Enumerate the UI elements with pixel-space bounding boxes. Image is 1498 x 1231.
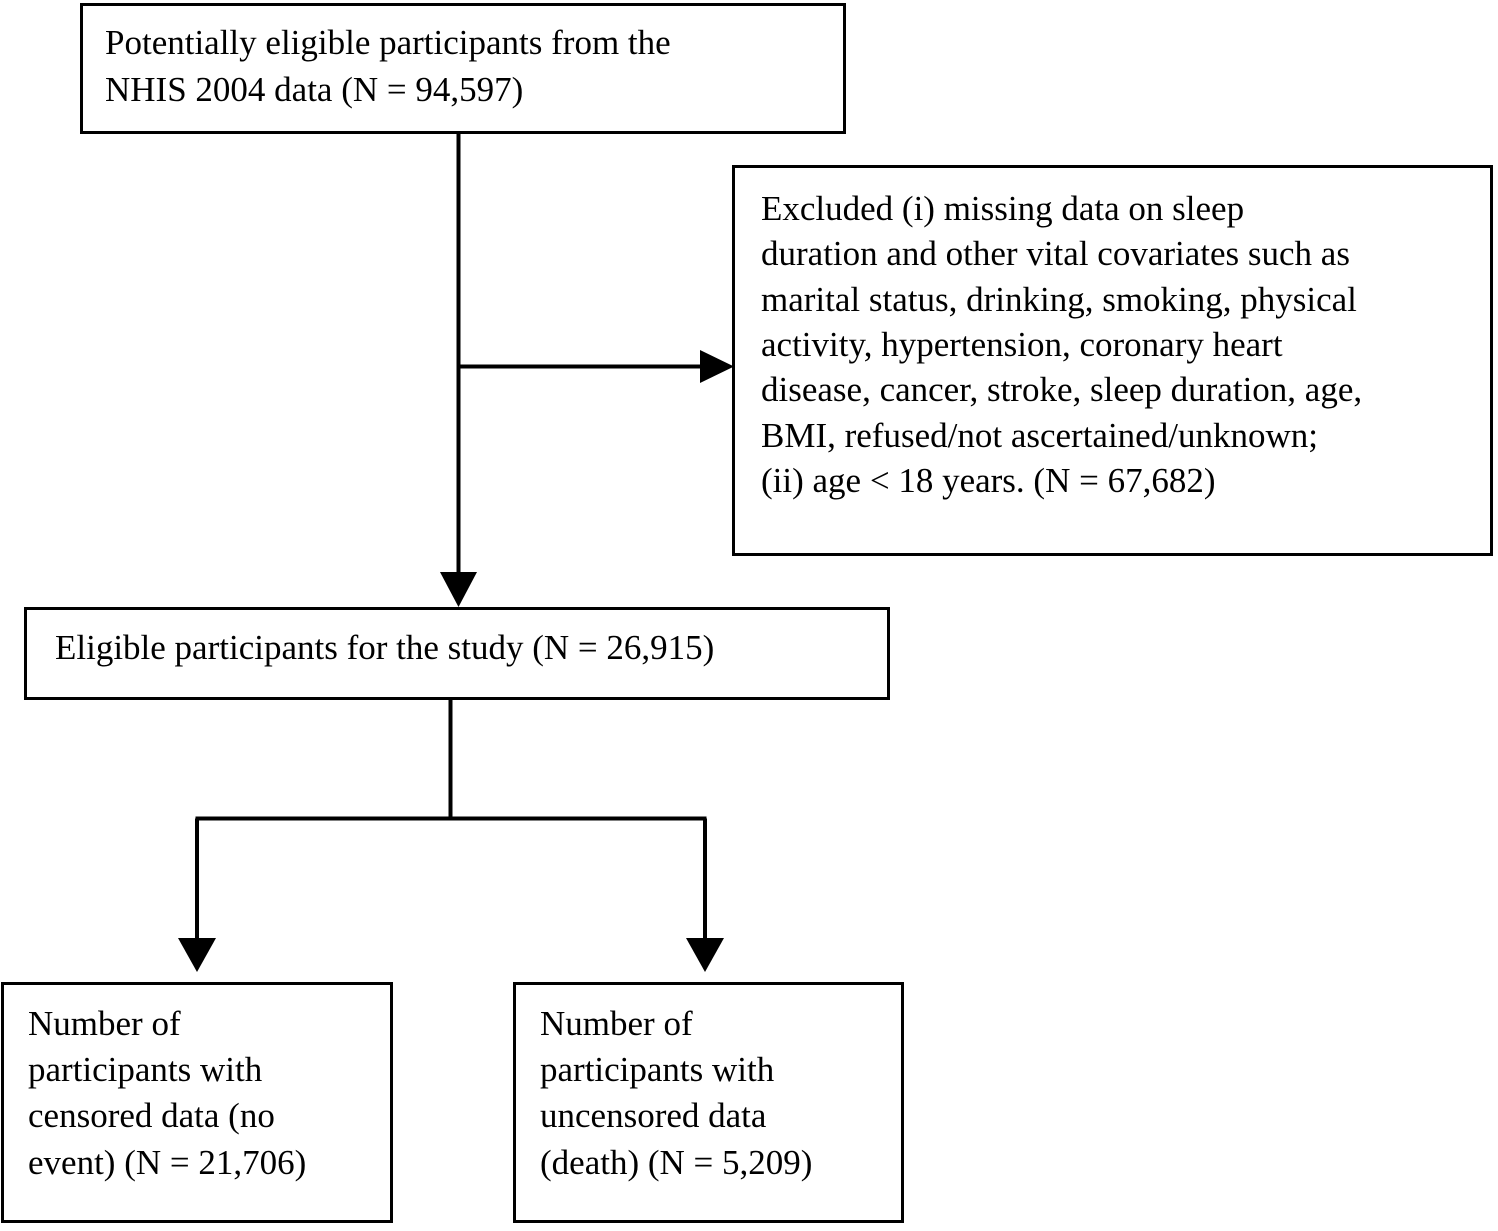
- node-source-label: Potentially eligible participants from t…: [105, 23, 671, 109]
- node-uncensored-label: Number of participants with uncensored d…: [540, 1004, 813, 1182]
- arrowhead-down-icon: [178, 938, 216, 972]
- arrowhead-right-icon: [700, 350, 734, 383]
- node-potentially-eligible-participants: Potentially eligible participants from t…: [80, 3, 846, 134]
- node-censored-participants: Number of participants with censored dat…: [1, 982, 393, 1223]
- arrowhead-down-icon: [686, 938, 724, 972]
- edge-source-to-eligible: [440, 134, 477, 607]
- node-eligible-participants: Eligible participants for the study (N =…: [24, 607, 890, 700]
- node-excluded-label: Excluded (i) missing data on sleep durat…: [761, 189, 1363, 500]
- arrowhead-down-icon: [440, 572, 477, 607]
- edge-eligible-fork: [178, 700, 724, 972]
- node-eligible-label: Eligible participants for the study (N =…: [55, 628, 715, 667]
- node-uncensored-participants: Number of participants with uncensored d…: [513, 982, 904, 1223]
- edge-source-to-excluded: [456, 134, 734, 383]
- node-excluded-participants: Excluded (i) missing data on sleep durat…: [732, 165, 1493, 556]
- node-censored-label: Number of participants with censored dat…: [28, 1004, 307, 1182]
